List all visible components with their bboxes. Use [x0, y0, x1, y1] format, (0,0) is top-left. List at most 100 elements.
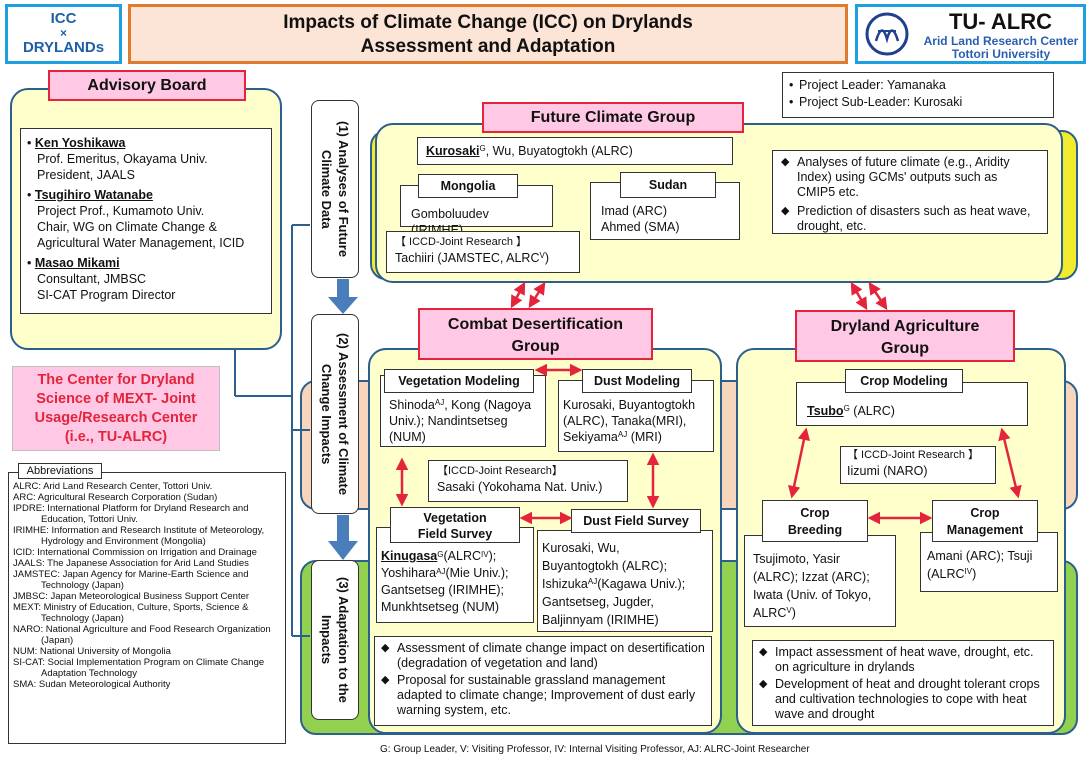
desert-iccd-box: 【ICCD-Joint Research】 Sasaki (Yokohama N…: [428, 460, 628, 502]
center-line: (i.e., TU-ALRC): [64, 429, 168, 445]
iccd-members: Iizumi (NARO): [847, 464, 928, 478]
stage1-text: (1) Analyses of Future Climate Data: [319, 120, 351, 258]
iccd-label: 【 ICCD-Joint Research 】: [847, 449, 980, 461]
dust-model-label: Dust Modeling: [582, 369, 692, 393]
sudan-member: Ahmed (SMA): [601, 220, 680, 234]
veg-field-label-line: Vegetation: [423, 511, 487, 525]
advisory-board-title: Advisory Board: [48, 70, 246, 101]
abbrev-item: JAALS: The Japanese Association for Arid…: [13, 558, 249, 569]
iccd-members: Sasaki (Yokohama Nat. Univ.): [437, 480, 603, 494]
veg-model-sup: AJ: [434, 398, 445, 407]
logo-left: ICC × DRYLANDs: [5, 4, 122, 64]
breeding-line: ALRCV): [753, 604, 887, 622]
arrow-future-desert-b: [528, 281, 546, 309]
agriculture-title: Dryland Agriculture Group: [795, 310, 1015, 362]
alrc-emblem-icon: [865, 12, 909, 56]
project-leaders: Project Leader: Yamanaka Project Sub-Lea…: [782, 72, 1054, 118]
breeding-label: Crop Breeding: [762, 500, 868, 542]
sudan-member: Imad (ARC): [601, 204, 667, 218]
member-line: Consultant, JMBSC: [37, 272, 147, 286]
crop-model-sup: G: [843, 404, 850, 413]
veg-field-box: KinugasaG(ALRCIV); YoshiharaAJ(Mie Univ.…: [376, 527, 534, 623]
veg-field-text: (Mie Univ.);: [445, 566, 509, 580]
leader-sup: G: [479, 144, 486, 153]
dust-field-line: Kurosaki, Wu,: [542, 541, 620, 555]
member-line: Chair, WG on Climate Change &: [37, 220, 217, 234]
management-label-line: Crop: [970, 506, 1000, 520]
desert-title-line: Group: [511, 338, 560, 355]
breeding-box: Tsujimoto, Yasir (ALRC); Izzat (ARC); Iw…: [744, 535, 896, 627]
crop-model-text: (ALRC): [849, 404, 895, 418]
desertification-title: Combat Desertification Group: [418, 308, 653, 360]
advisory-member: • Tsugihiro Watanabe Project Prof., Kuma…: [27, 187, 265, 251]
mongolia-label: Mongolia: [418, 174, 518, 198]
arrow-future-desert-a: [510, 281, 526, 309]
crop-model-label: Crop Modeling: [845, 369, 963, 393]
abbrev-item: IPDRE: International Platform for Drylan…: [13, 503, 249, 525]
center-line: Usage/Research Center: [34, 410, 198, 426]
dust-field-line: Baljinnyam (IRIMHE): [542, 613, 659, 627]
veg-model-text: , Kong (Nagoya: [444, 398, 532, 412]
abbrev-item: NUM: National University of Mongolia: [13, 646, 171, 657]
breeding-text: ): [791, 606, 796, 620]
arrow-future-agri-a: [850, 281, 868, 311]
objective-item: Proposal for sustainable grassland manag…: [381, 673, 705, 718]
veg-field-sup: AJ: [436, 567, 446, 576]
management-text: ): [972, 567, 977, 581]
logo-right: TU- ALRC Arid Land Research Center Totto…: [855, 4, 1086, 64]
page-subtitle: Assessment and Adaptation: [360, 36, 616, 57]
abbrev-item: ARC: Agricultural Research Corporation (…: [13, 492, 218, 503]
objective-item: Assessment of climate change impact on d…: [381, 641, 705, 671]
agri-iccd-box: 【 ICCD-Joint Research 】 Iizumi (NARO): [840, 446, 996, 484]
objective-item: Analyses of future climate (e.g., Aridit…: [781, 155, 1039, 200]
iccd-sup: V: [539, 251, 545, 260]
dust-model-line: SekiyamaAJ (MRI): [563, 429, 709, 445]
abbrev-item: IRIMHE: Information and Research Institu…: [13, 525, 265, 547]
desert-objectives: Assessment of climate change impact on d…: [374, 636, 712, 726]
dust-field-line: Gantsetseg, Jugder,: [542, 595, 654, 609]
veg-field-sup: IV: [481, 550, 489, 559]
project-leader: Project Leader: Yamanaka: [789, 77, 1047, 94]
iccd-label: 【 ICCD-Joint Research 】: [395, 236, 528, 248]
veg-field-leader: Kinugasa: [381, 549, 438, 563]
member-name: Tsugihiro Watanabe: [34, 188, 153, 202]
abbreviations-title: Abbreviations: [18, 463, 102, 479]
member-line: Agricultural Water Management, ICID: [37, 236, 245, 250]
advisory-members: • Ken Yoshikawa Prof. Emeritus, Okayama …: [20, 128, 272, 314]
center-line: The Center for Dryland: [37, 372, 195, 388]
veg-field-label-line: Field Survey: [417, 527, 493, 541]
stage2-text: (2) Assessment of Climate Change Impacts: [319, 332, 351, 496]
management-text: (ALRC: [927, 567, 965, 581]
logo-left-line2: ×: [59, 26, 67, 40]
veg-model-line: (NUM): [389, 430, 426, 444]
member-line: Project Prof., Kumamoto Univ.: [37, 204, 205, 218]
dust-model-text: (MRI): [627, 430, 662, 444]
abbrev-item: SI-CAT: Social Implementation Program on…: [13, 657, 265, 679]
member-line: President, JAALS: [37, 168, 135, 182]
agri-objectives: Impact assessment of heat wave, drought,…: [752, 640, 1054, 726]
dust-model-text: Sekiyama: [563, 430, 618, 444]
logo-right-sub2: Tottori University: [951, 47, 1051, 61]
abbrev-item: NARO: National Agriculture and Food Rese…: [13, 624, 271, 646]
dust-field-text: Ishizuka: [542, 577, 588, 591]
dust-field-line: Buyantogtokh (ALRC);: [542, 559, 668, 573]
down-arrow-icon: [328, 279, 358, 314]
logo-left-line1: ICC: [50, 10, 77, 27]
abbreviations-panel: ALRC: Arid Land Research Center, Tottori…: [8, 472, 286, 744]
project-subleader: Project Sub-Leader: Kurosaki: [789, 94, 1047, 111]
future-objectives: Analyses of future climate (e.g., Aridit…: [772, 150, 1048, 234]
dust-model-line: Kurosaki, Buyantogtokh: [563, 398, 696, 412]
member-name: Masao Mikami: [34, 256, 120, 270]
center-box: The Center for Dryland Science of MEXT- …: [12, 366, 220, 451]
veg-model-line: Univ.); Nandintsetseg: [389, 414, 508, 428]
down-arrow-icon: [328, 515, 358, 560]
objective-item: Development of heat and drought tolerant…: [759, 677, 1047, 722]
iccd-members: Tachiiri (JAMSTEC, ALRCV): [395, 250, 571, 266]
future-iccd-box: 【 ICCD-Joint Research 】 Tachiiri (JAMSTE…: [386, 231, 580, 273]
future-climate-title: Future Climate Group: [482, 102, 744, 133]
veg-field-line: YoshiharaAJ(Mie Univ.);: [381, 565, 529, 582]
advisory-member: • Ken Yoshikawa Prof. Emeritus, Okayama …: [27, 135, 265, 183]
member-line: Prof. Emeritus, Okayama Univ.: [37, 152, 208, 166]
veg-model-label: Vegetation Modeling: [384, 369, 534, 393]
breeding-line: Tsujimoto, Yasir: [753, 552, 841, 566]
